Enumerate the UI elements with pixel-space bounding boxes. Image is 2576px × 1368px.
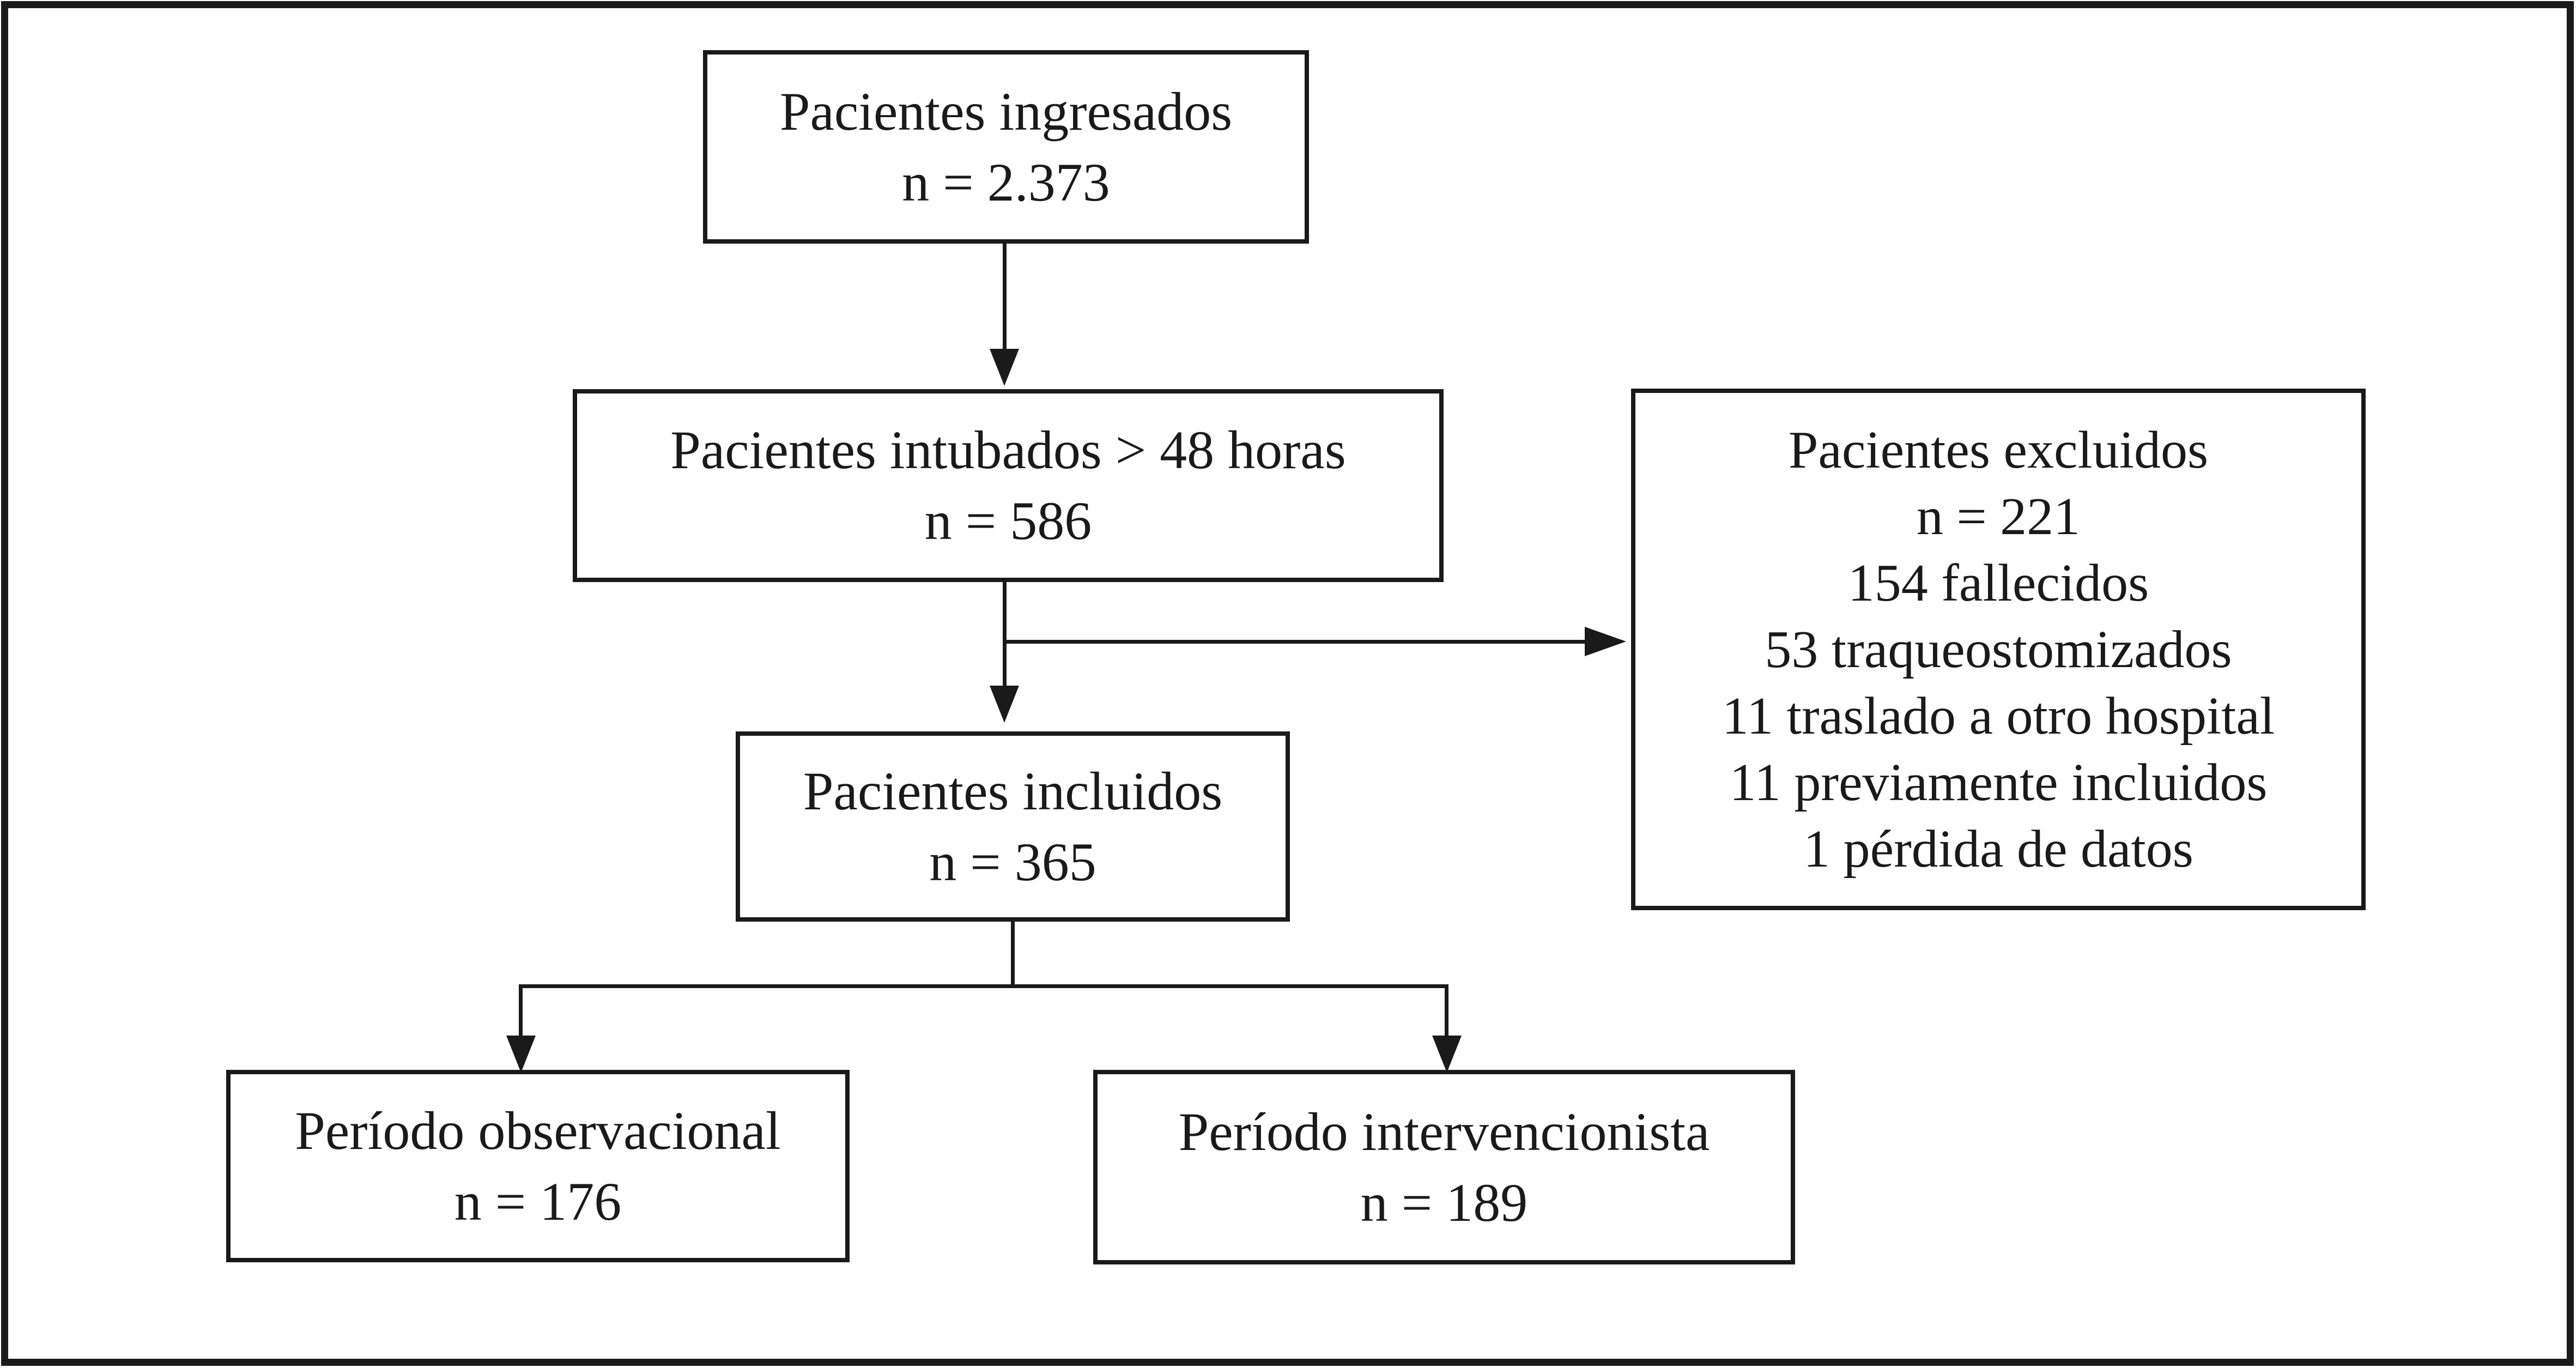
node-count: n = 189 bbox=[1360, 1172, 1528, 1233]
exclusion-reason: 11 traslado a otro hospital bbox=[1722, 686, 2275, 746]
node-periodo-observacional: Período observacional n = 176 bbox=[226, 1070, 850, 1262]
node-count: n = 365 bbox=[929, 831, 1096, 892]
arrowhead-down-icon bbox=[990, 686, 1019, 723]
exclusion-reason: 53 traqueostomizados bbox=[1765, 620, 2232, 679]
connector-branch-excluidos bbox=[1004, 640, 1589, 644]
node-pacientes-excluidos: Pacientes excluidos n = 221 154 fallecid… bbox=[1631, 389, 2366, 910]
node-count: n = 176 bbox=[454, 1171, 622, 1232]
node-periodo-intervencionista: Período intervencionista n = 189 bbox=[1093, 1070, 1795, 1264]
node-count: n = 586 bbox=[924, 491, 1092, 551]
connector-ingresados-intubados bbox=[1003, 244, 1007, 353]
node-label: Período intervencionista bbox=[1178, 1101, 1710, 1162]
arrowhead-down-icon bbox=[990, 349, 1019, 386]
arrowhead-right-icon bbox=[1585, 627, 1626, 656]
node-label: Pacientes ingresados bbox=[779, 81, 1233, 142]
exclusion-reason: 11 previamente incluidos bbox=[1729, 753, 2268, 812]
arrowhead-down-icon bbox=[506, 1036, 536, 1073]
node-pacientes-intubados: Pacientes intubados > 48 horas n = 586 bbox=[573, 389, 1444, 582]
connector-intubados-incluidos bbox=[1003, 582, 1007, 688]
connector-split-crossbar bbox=[519, 984, 1448, 988]
connector-incluidos-split-stem bbox=[1011, 922, 1015, 988]
connector-split-observacional bbox=[519, 984, 523, 1039]
connector-split-intervencionista bbox=[1445, 984, 1448, 1039]
node-pacientes-ingresados: Pacientes ingresados n = 2.373 bbox=[703, 50, 1309, 244]
arrowhead-down-icon bbox=[1432, 1036, 1462, 1073]
node-label: Pacientes intubados > 48 horas bbox=[670, 420, 1346, 480]
node-count: n = 221 bbox=[1916, 487, 2081, 546]
exclusion-reason: 154 fallecidos bbox=[1847, 553, 2149, 613]
exclusion-reason: 1 pérdida de datos bbox=[1803, 819, 2193, 879]
node-count: n = 2.373 bbox=[902, 152, 1110, 213]
node-label: Pacientes excluidos bbox=[1788, 420, 2209, 480]
node-label: Período observacional bbox=[295, 1100, 781, 1161]
node-label: Pacientes incluidos bbox=[803, 760, 1223, 821]
node-pacientes-incluidos: Pacientes incluidos n = 365 bbox=[736, 731, 1290, 922]
